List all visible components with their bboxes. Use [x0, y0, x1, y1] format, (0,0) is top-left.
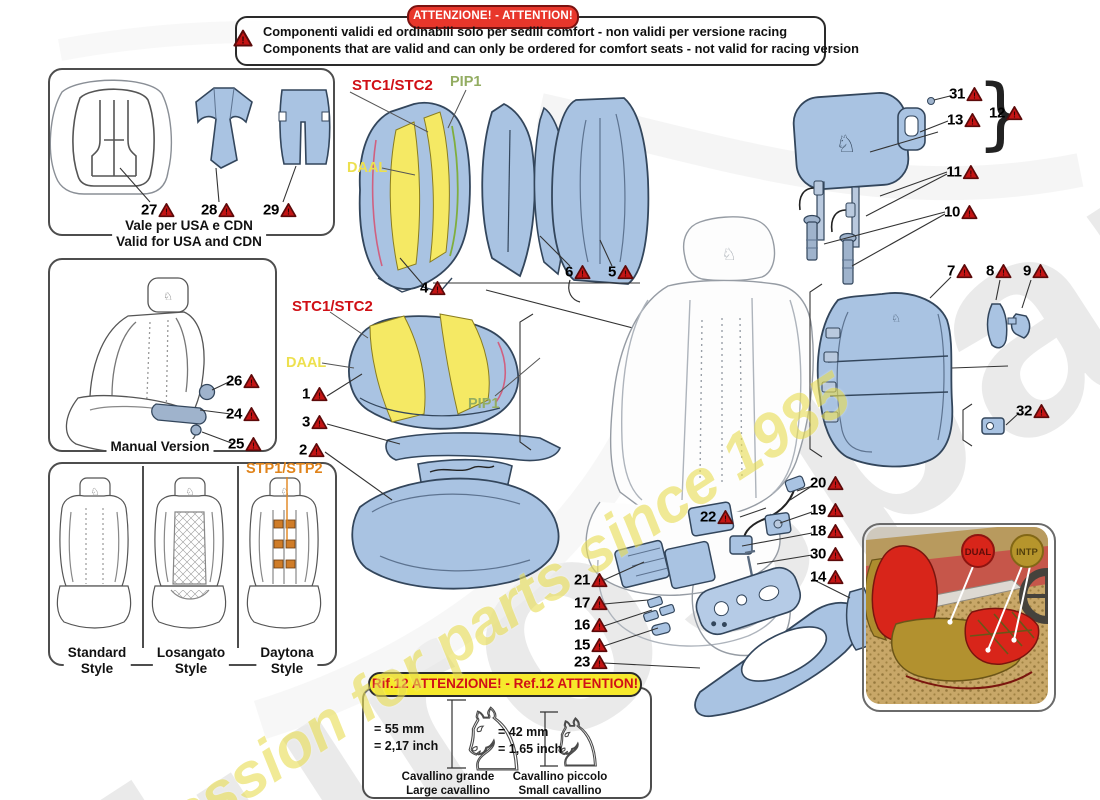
svg-text:♘: ♘	[91, 487, 100, 498]
losangato-label: Losangato	[156, 645, 226, 660]
small-cavallino-caption: Cavallino piccolo Small cavallino	[509, 771, 612, 798]
svg-text:♘: ♘	[281, 487, 290, 498]
small-inch: = 1,65 inch	[498, 741, 563, 756]
large-cavallino-caption: Cavallino grande Large cavallino	[398, 771, 499, 798]
cavallino-horse-icon: ♘	[721, 245, 736, 265]
label-daal-cushion: DAAL	[286, 355, 327, 371]
dual-badge	[961, 534, 995, 568]
usa-caption-en: Valid for USA and CDN	[116, 233, 262, 249]
manual-version-seat-drawing: ♘	[65, 277, 235, 454]
small-cap-it: Cavallino piccolo	[512, 771, 608, 783]
intp-badge-label: INTP	[1016, 547, 1038, 558]
cavallino-horse-icon: ♘	[891, 312, 901, 325]
standard-label2: Style	[80, 660, 114, 676]
label-daal-backrest: DAAL	[347, 160, 388, 176]
large-cap-it: Cavallino grande	[401, 771, 495, 783]
seat-electrics-drawing	[603, 475, 873, 718]
backrest-shell-drawing: ♘	[809, 276, 1032, 468]
backrest-upholstery-drawing	[349, 89, 719, 351]
usa-cdn-parts-drawing	[49, 79, 331, 203]
brace-for-ref12: }	[976, 69, 1026, 159]
daytona-label: Daytona	[260, 645, 314, 660]
cavallino-horse-icon: ♘	[163, 290, 173, 303]
cavallino-horse-icon: ♘	[548, 705, 607, 782]
label-pip-backrest: PIP1	[450, 74, 482, 90]
usa-caption-it: Vale per USA e CDN	[125, 218, 253, 233]
attention-line-en: Components that are valid and can only b…	[263, 41, 859, 56]
manual-caption-label: Manual Version	[110, 439, 210, 454]
warning-triangle-icon: !	[233, 29, 253, 47]
svg-text:!: !	[241, 36, 244, 47]
daytona-style-caption: Daytona Style	[256, 645, 318, 677]
large-mm: = 55 mm	[374, 722, 425, 736]
label-stc-backrest: STC1/STC2	[352, 77, 433, 94]
attention-line-it: Componenti validi ed ordinabili solo per…	[263, 24, 788, 39]
label-stp-daytona: STP1/STP2	[246, 461, 323, 477]
intp-badge	[1010, 534, 1044, 568]
label-pip-cushion: PIP1	[468, 396, 500, 412]
headrest-assembly-drawing: ♘ }	[792, 69, 1026, 285]
cavallino-horse-icon: ♘	[455, 691, 532, 791]
large-cavallino-dimensions: = 55 mm = 2,17 inch	[374, 721, 438, 755]
manual-version-caption: Manual Version	[106, 439, 214, 455]
small-mm: = 42 mm	[498, 725, 549, 739]
svg-text:♘: ♘	[186, 487, 195, 498]
small-cavallino-dimensions: = 42 mm = 1,65 inch	[498, 724, 562, 758]
label-stc-cushion: STC1/STC2	[292, 298, 373, 315]
losangato-label2: Style	[174, 660, 208, 676]
interior-inset-illustration: DUAL INTP	[866, 527, 1048, 704]
daytona-label2: Style	[270, 660, 304, 676]
ref12-cavallini-drawing: ♘ ♘	[447, 690, 608, 792]
large-inch: = 2,17 inch	[374, 738, 439, 753]
large-cap-en: Large cavallino	[406, 784, 490, 797]
standard-style-caption: Standard Style	[63, 645, 131, 677]
ref12-badge: Rif.12 ATTENZIONE! - Ref.12 ATTENTION!	[368, 672, 642, 697]
standard-label: Standard	[67, 645, 127, 660]
small-cap-en: Small cavallino	[518, 784, 602, 797]
seat-styles-drawings: ♘ ♘ ♘	[56, 466, 322, 648]
usa-cdn-caption: Vale per USA e CDN Valid for USA and CDN	[112, 218, 266, 250]
losangato-style-caption: Losangato Style	[152, 645, 230, 677]
cushion-upholstery-drawing	[321, 311, 562, 590]
cavallino-horse-icon: ♘	[835, 130, 857, 158]
attention-banner-badge: ATTENZIONE! - ATTENTION!	[407, 5, 579, 29]
dual-badge-label: DUAL	[965, 547, 992, 558]
